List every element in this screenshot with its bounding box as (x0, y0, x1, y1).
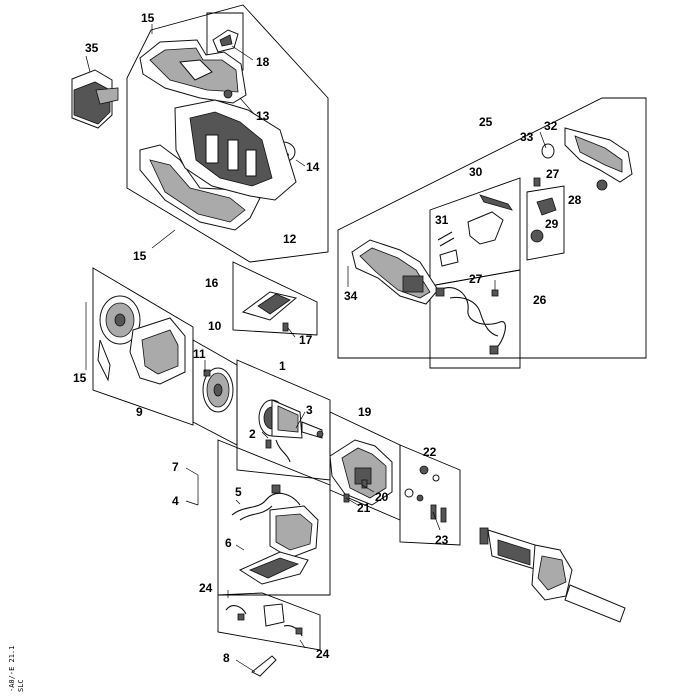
part-trimmer-handle-assembly (479, 527, 626, 623)
part-28-switch (536, 197, 557, 216)
callout-19: 19 (358, 405, 372, 419)
callout-31: 31 (435, 213, 449, 227)
callout-35: 35 (85, 41, 99, 55)
leader-lines (85, 24, 547, 673)
frame-gear-parts (399, 444, 461, 546)
frame-wiring-26 (429, 269, 521, 369)
frame-handle-group (337, 97, 647, 359)
callout-labels: 15 35 18 13 14 12 15 25 33 32 30 27 28 2… (73, 11, 582, 665)
callout-15-left: 15 (73, 371, 87, 385)
callout-16: 16 (205, 276, 219, 290)
part-20-screw (361, 479, 368, 489)
frame-plate-16 (232, 261, 318, 336)
part-24-contacts (225, 603, 303, 637)
part-17-screw (282, 322, 289, 332)
callout-22: 22 (423, 445, 437, 459)
part-6-electronics-module (238, 505, 319, 585)
part-31-spring-clips (437, 231, 459, 267)
callout-33: 33 (520, 130, 534, 144)
callout-23: 23 (435, 533, 449, 547)
part-11-nut (203, 369, 211, 377)
callout-17: 17 (299, 333, 313, 347)
callout-28: 28 (568, 193, 582, 207)
callout-14: 14 (306, 160, 320, 174)
callout-34: 34 (344, 289, 358, 303)
frame-fan-cover (92, 267, 194, 426)
part-23-pins (430, 504, 447, 523)
callout-7: 7 (172, 460, 179, 474)
callout-15-mid: 15 (133, 249, 147, 263)
frame-housing-group (126, 4, 329, 263)
callout-8: 8 (223, 651, 230, 665)
callout-30: 30 (469, 165, 483, 179)
callout-5: 5 (235, 485, 242, 499)
part-18-cap (212, 29, 239, 53)
callout-1: 1 (279, 359, 286, 373)
part-29-knob (530, 229, 544, 243)
part-34-handle-grip (351, 239, 439, 305)
callout-6: 6 (225, 536, 232, 550)
margin-code-line2: SLC (17, 679, 25, 692)
part-22-washers (404, 465, 440, 502)
callout-3: 3 (306, 403, 313, 417)
frame-electronics (217, 439, 331, 596)
margin-code-line1: -A0/-E 21.1 (8, 646, 16, 692)
callout-26: 26 (533, 293, 547, 307)
callout-29: 29 (545, 217, 559, 231)
part-35-cap (71, 69, 119, 129)
callout-15-top: 15 (141, 11, 155, 25)
part-13-upper-shell (139, 39, 247, 104)
callout-21: 21 (357, 501, 371, 515)
part-8-clip (251, 655, 277, 677)
part-10-fan-wheel (202, 367, 234, 413)
part-3-shaft (301, 421, 324, 439)
frame-contacts (217, 592, 321, 651)
part-2-screw (265, 439, 272, 449)
callout-11: 11 (193, 347, 206, 361)
part-5-wiring (231, 484, 301, 521)
part-9-fan-cover (97, 295, 186, 385)
callout-12: 12 (283, 232, 297, 246)
frame-28 (526, 185, 565, 261)
part-12-lower-housing (139, 99, 297, 231)
callout-2: 2 (249, 427, 256, 441)
callout-25: 25 (479, 115, 493, 129)
part-27-screw-top (533, 177, 541, 187)
callout-10: 10 (208, 319, 222, 333)
part-25-handle-top (541, 127, 633, 191)
callout-24-bottom: 24 (316, 647, 330, 661)
bracket-7-4 (185, 467, 199, 506)
callout-24-top: 24 (199, 581, 213, 595)
frame-label-18 (206, 12, 244, 71)
callout-4: 4 (172, 494, 179, 508)
callout-27-top: 27 (546, 167, 560, 181)
callout-32: 32 (544, 119, 558, 133)
callout-9: 9 (136, 405, 143, 419)
callout-18: 18 (256, 55, 270, 69)
part-30-trigger-lever (467, 194, 513, 245)
margin-code: -A0/-E 21.1 SLC (8, 646, 25, 692)
callout-13: 13 (256, 109, 270, 123)
part-26-wiring-harness (435, 287, 506, 355)
callout-27-mid: 27 (469, 272, 483, 286)
part-19-gear-housing (329, 439, 393, 506)
callout-20: 20 (375, 490, 389, 504)
part-1-motor (258, 399, 303, 463)
part-16-plate (241, 291, 298, 321)
